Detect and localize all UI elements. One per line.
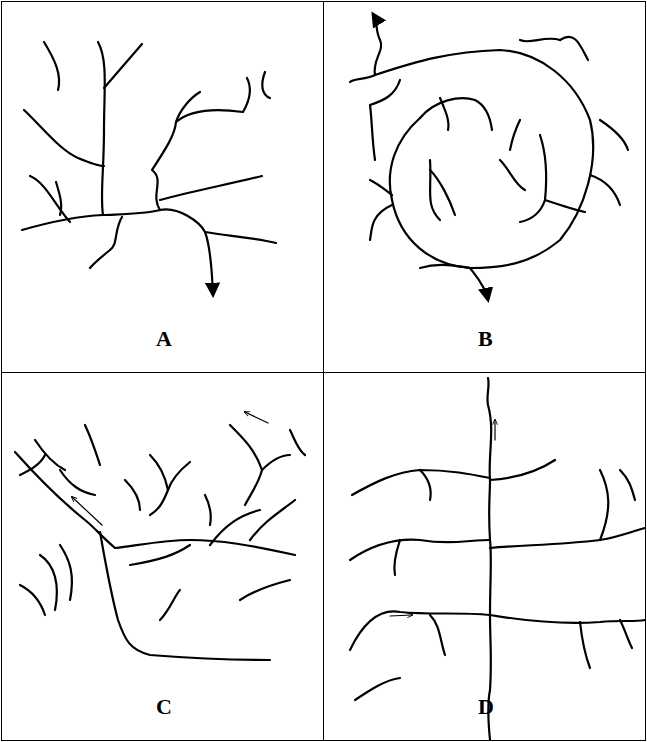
pattern-panel: C bbox=[1, 372, 324, 741]
panel-label: A bbox=[156, 326, 172, 352]
panel-label: B bbox=[478, 326, 493, 352]
panel-label: D bbox=[478, 694, 494, 720]
pattern-panel: D bbox=[323, 372, 646, 741]
pattern-panel: A bbox=[1, 1, 324, 373]
dendritic-streams bbox=[22, 42, 276, 295]
annular-streams bbox=[350, 14, 628, 300]
branching-streams bbox=[15, 425, 305, 660]
rectangular-streams bbox=[350, 378, 645, 740]
panel-label: C bbox=[156, 694, 172, 720]
pattern-panel: B bbox=[323, 1, 646, 373]
